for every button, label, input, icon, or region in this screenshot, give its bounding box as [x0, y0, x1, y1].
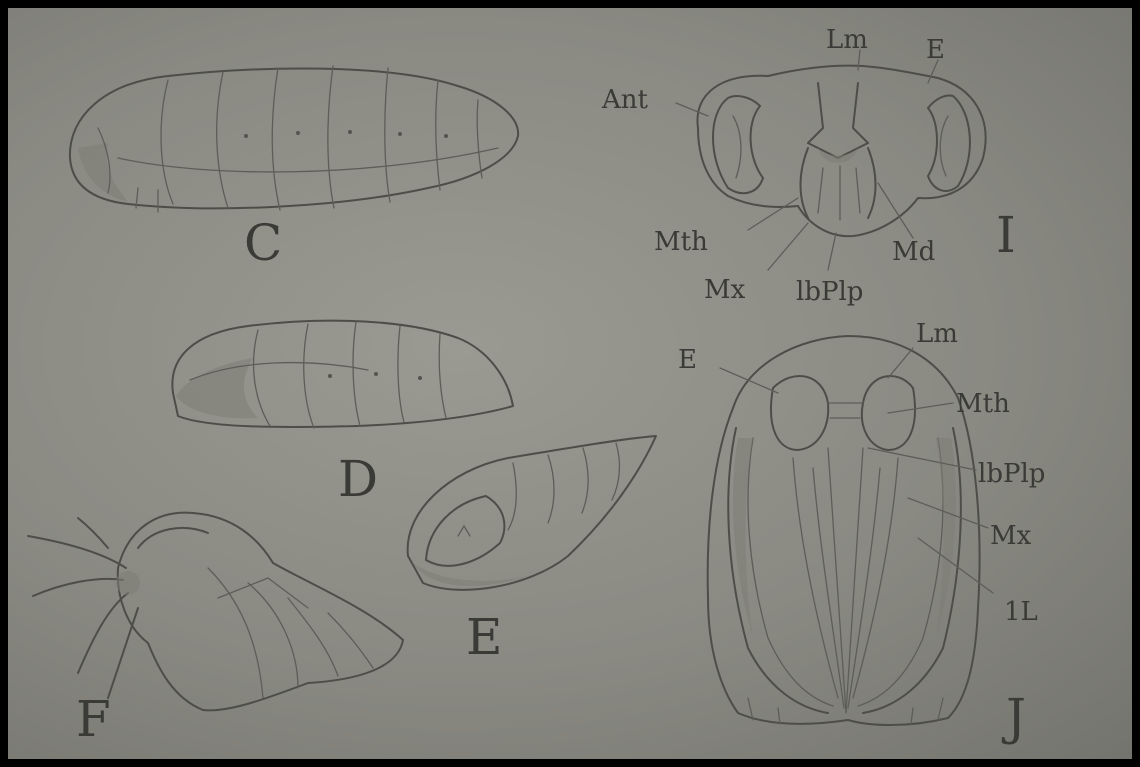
j-label-e: E	[678, 345, 697, 375]
adult-fly-f-drawing	[28, 513, 403, 711]
i-label-mth: Mth	[654, 227, 708, 257]
j-label-1l: 1L	[1004, 597, 1038, 627]
puparium-d-drawing	[172, 321, 513, 428]
i-label-lm: Lm	[826, 25, 868, 55]
i-label-lbplp: lbPlp	[796, 277, 863, 307]
j-label-mx: Mx	[990, 521, 1032, 551]
label-f: F	[76, 690, 111, 748]
j-label-lm: Lm	[916, 319, 958, 349]
label-i: I	[996, 206, 1016, 264]
figure-page: C D E	[8, 8, 1132, 759]
i-label-e: E	[926, 35, 945, 65]
i-label-ant: Ant	[601, 85, 649, 115]
empty-puparium-e-drawing	[408, 436, 656, 590]
insect-stages-drawing: C D E	[8, 8, 1132, 759]
head-i-drawing	[697, 66, 985, 237]
i-label-md: Md	[892, 237, 935, 267]
j-label-lbplp: lbPlp	[978, 459, 1045, 489]
label-c: C	[244, 214, 282, 272]
pupa-j-drawing	[708, 336, 980, 725]
i-label-mx: Mx	[704, 275, 746, 305]
j-label-mth: Mth	[956, 389, 1010, 419]
larva-c-drawing	[70, 66, 518, 212]
label-d: D	[338, 450, 378, 508]
label-e: E	[466, 608, 503, 666]
label-j: J	[1001, 688, 1026, 746]
